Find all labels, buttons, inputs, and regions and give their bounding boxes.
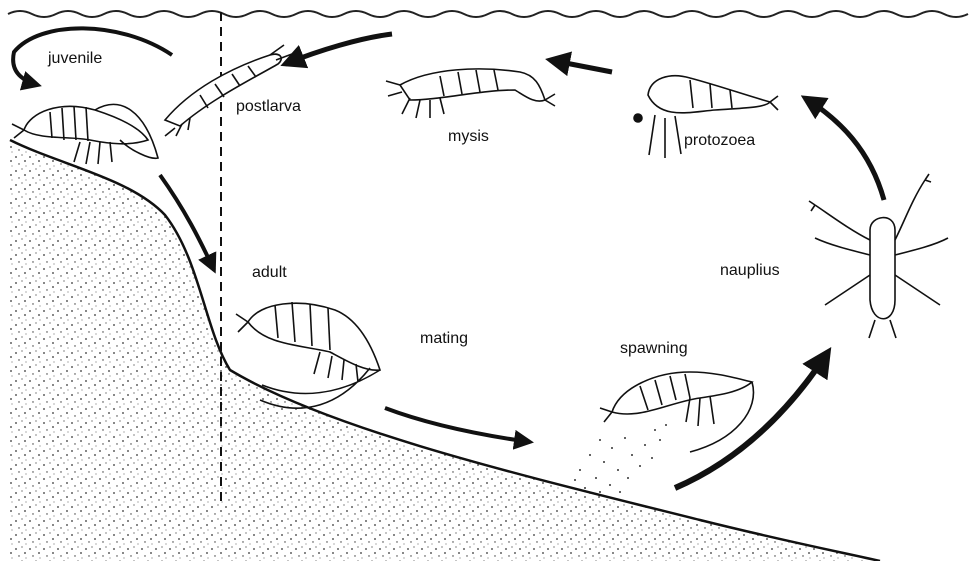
label-adult: adult [252, 264, 287, 282]
label-mating: mating [420, 330, 468, 348]
mysis-drawing [386, 69, 555, 118]
water-surface [8, 11, 968, 17]
label-spawning: spawning [620, 340, 688, 358]
arrow-postlarva-to-juvenile [285, 34, 392, 64]
label-protozoea: protozoea [684, 132, 755, 150]
postlarva-drawing [165, 45, 292, 136]
label-postlarva: postlarva [236, 98, 301, 116]
arrow-protozoea-to-mysis [550, 60, 612, 72]
arrow-nauplius-to-protozoea [805, 98, 884, 200]
label-nauplius: nauplius [720, 262, 780, 280]
arrow-mating-to-spawning [385, 408, 530, 442]
egg-cloud [574, 424, 667, 493]
nauplius-drawing [809, 174, 948, 338]
label-mysis: mysis [448, 128, 489, 146]
label-juvenile: juvenile [48, 50, 102, 68]
spawning-shrimp-drawing [600, 372, 753, 452]
sea-floor [10, 140, 880, 561]
